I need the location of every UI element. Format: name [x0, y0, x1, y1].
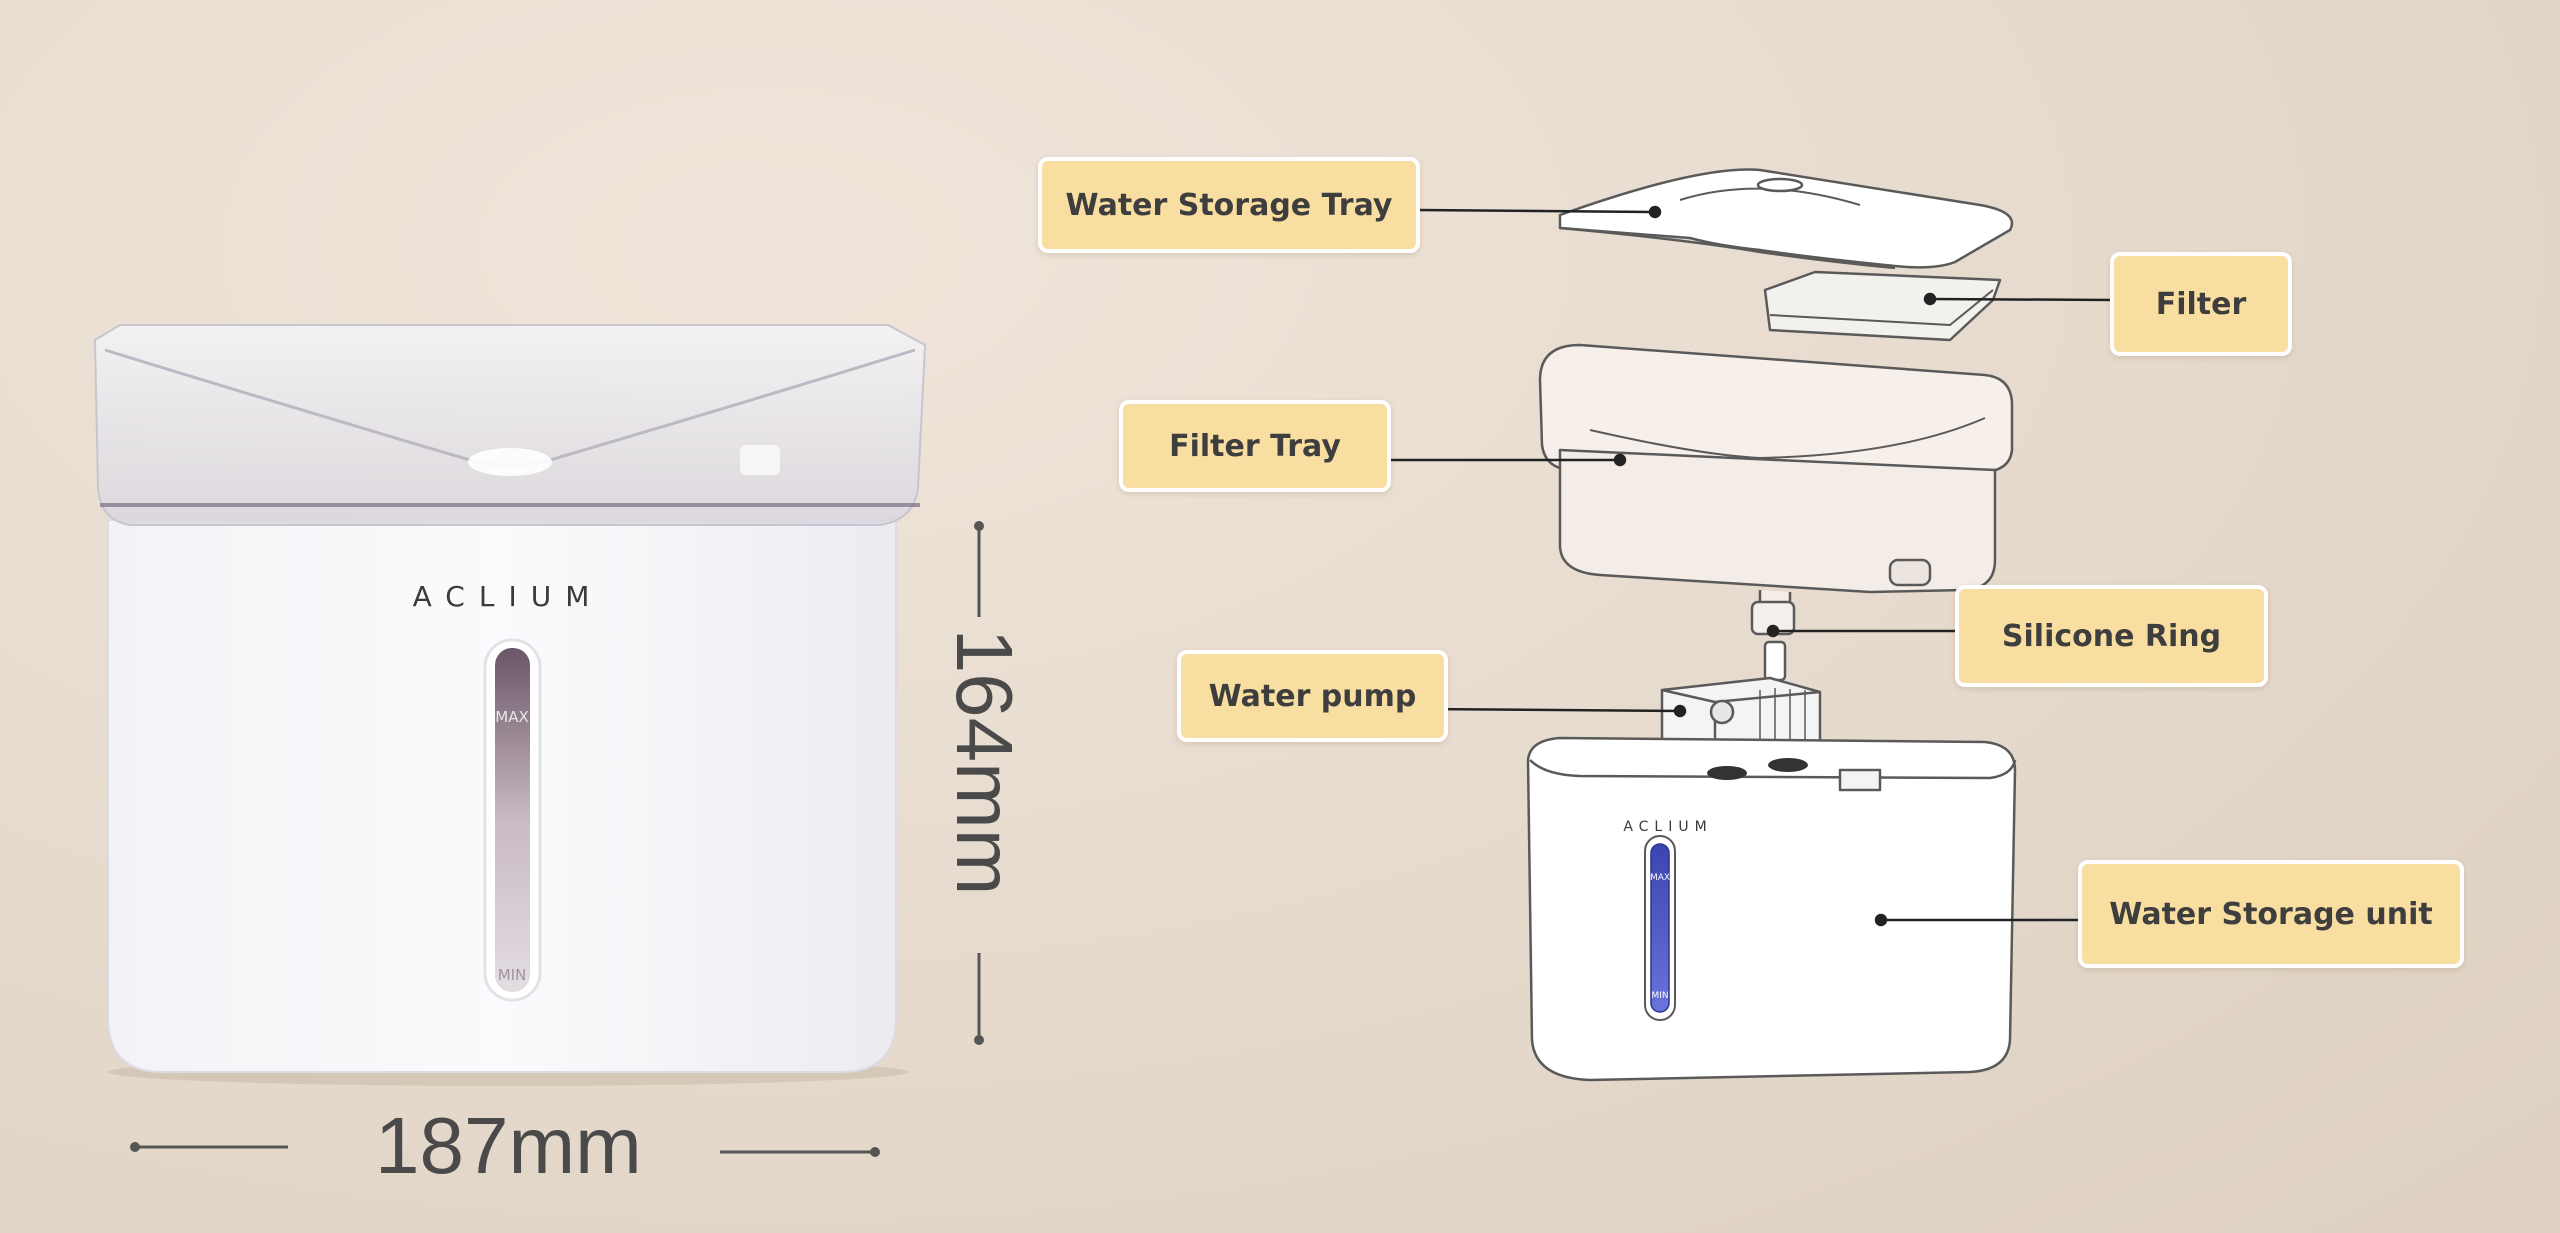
filter-part [1763, 270, 2002, 342]
label-water-storage-unit: Water Storage unit [2078, 860, 2464, 968]
leader-filter [1929, 297, 2114, 302]
level-min-mark: MIN [498, 966, 527, 984]
dimension-lines [130, 521, 984, 1157]
diagram-brand-text: ACLIUM [1623, 819, 1712, 835]
height-dot-bottom [974, 1035, 984, 1045]
label-filter: Filter [2110, 252, 2292, 356]
leader-water-pump [1421, 707, 1681, 713]
leader-dot-silicone-ring [1766, 624, 1780, 638]
diagram-level-max: MAX [1650, 873, 1670, 883]
height-dimension-label: 164mm [940, 628, 1029, 896]
label-silicone-ring: Silicone Ring [1955, 585, 2268, 687]
fountain-product [93, 324, 927, 1086]
label-water-storage-tray: Water Storage Tray [1038, 157, 1420, 253]
leader-water-storage-tray [1417, 208, 1656, 214]
leader-dot-filter-tray [1613, 453, 1627, 467]
width-dimension-label: 187mm [375, 1101, 642, 1190]
leader-dot-filter [1923, 292, 1937, 306]
level-window [495, 648, 530, 992]
water-storage-tray-part [1558, 168, 2014, 270]
leader-dot-water-storage-unit [1874, 913, 1888, 927]
label-filter-tray: Filter Tray [1119, 400, 1391, 492]
level-max-mark: MAX [495, 708, 528, 726]
height-dot-top [974, 521, 984, 531]
lid-corner-post [740, 445, 780, 475]
leader-dot-water-storage-tray [1648, 205, 1662, 219]
diagram-level-min: MIN [1651, 991, 1668, 1001]
filter-tray-part [1538, 343, 2014, 612]
brand-logo-text: ACLIUM [413, 580, 604, 613]
lid-spout [468, 448, 552, 476]
water-storage-unit-part [1526, 736, 2017, 1082]
transparent-lid [93, 324, 927, 526]
label-water-pump: Water pump [1177, 650, 1448, 742]
leader-lines [1367, 205, 2114, 927]
width-dot-left [130, 1142, 140, 1152]
width-dot-right [870, 1147, 880, 1157]
leader-dot-water-pump [1673, 704, 1687, 718]
